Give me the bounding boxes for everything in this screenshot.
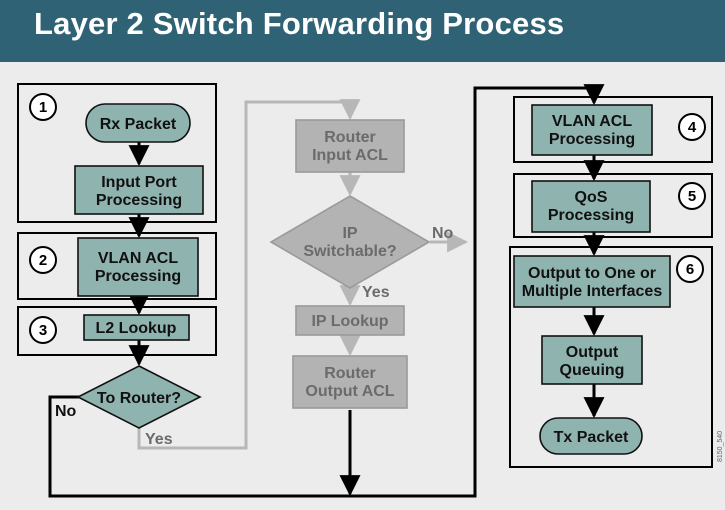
input-port-label-2: Processing xyxy=(96,192,182,209)
router-input-acl-label-2: Input ACL xyxy=(312,147,388,164)
ip-lookup-node xyxy=(295,305,405,336)
vlan-acl-out-label-2: Processing xyxy=(549,131,635,148)
ip-lookup-label: IP Lookup xyxy=(311,313,388,330)
step-2-number: 2 xyxy=(39,252,47,269)
vlan-acl-out-node xyxy=(531,104,653,156)
l2-lookup-node xyxy=(83,314,190,341)
to-router-yes-label: Yes xyxy=(145,431,173,448)
step-2-frame xyxy=(17,232,217,300)
step-1-frame xyxy=(17,83,217,223)
yes-path-to-router-input xyxy=(137,99,361,450)
router-output-acl-node xyxy=(292,355,408,409)
step-2-badge xyxy=(29,246,57,274)
output-interfaces-label-2: Multiple Interfaces xyxy=(522,283,663,300)
output-queuing-label-1: Output xyxy=(566,344,619,361)
router-output-acl-label-2: Output ACL xyxy=(305,383,394,400)
step-1-badge xyxy=(29,93,57,121)
step-4-badge xyxy=(678,113,706,141)
title-bar: Layer 2 Switch Forwarding Process xyxy=(0,0,725,62)
ip-switchable-label-2: Switchable? xyxy=(303,243,396,260)
qos-node xyxy=(531,180,651,233)
ip-switchable-label-1: IP xyxy=(342,225,357,242)
vlan-acl-in-label-2: Processing xyxy=(95,268,181,285)
step-5-number: 5 xyxy=(688,188,696,205)
vlan-acl-in-node xyxy=(77,237,199,297)
l2-lookup-label: L2 Lookup xyxy=(96,320,177,337)
vlan-acl-out-label-1: VLAN ACL xyxy=(552,113,633,130)
rx-packet-label: Rx Packet xyxy=(100,116,177,133)
qos-label-1: QoS xyxy=(575,189,608,206)
figure-code: 8150_540 xyxy=(717,431,724,462)
router-input-acl-node xyxy=(295,119,405,173)
step-6-badge xyxy=(676,255,704,283)
step-3-frame xyxy=(17,306,217,356)
ip-switchable-decision xyxy=(269,195,431,289)
to-router-no-label: No xyxy=(55,403,77,420)
step-5-badge xyxy=(678,182,706,210)
switchable-yes-label: Yes xyxy=(362,284,390,301)
output-interfaces-node xyxy=(513,255,671,308)
step-6-frame xyxy=(509,246,713,468)
to-router-decision xyxy=(76,365,202,429)
vlan-acl-in-label-1: VLAN ACL xyxy=(98,250,179,267)
step-4-number: 4 xyxy=(688,119,697,136)
step-1-number: 1 xyxy=(39,99,47,116)
to-router-label: To Router? xyxy=(97,390,181,407)
flowchart-diagram: Rx Packet Input Port Processing VLAN ACL… xyxy=(17,83,724,498)
no-path-to-vlan-out xyxy=(48,84,605,498)
step-5-frame xyxy=(513,173,713,238)
rx-packet-node xyxy=(85,103,191,143)
tx-packet-label: Tx Packet xyxy=(554,429,629,446)
qos-label-2: Processing xyxy=(548,207,634,224)
router-output-acl-label-1: Router xyxy=(324,365,376,382)
step-4-frame xyxy=(513,96,713,163)
page-title: Layer 2 Switch Forwarding Process xyxy=(34,6,565,41)
step-3-number: 3 xyxy=(39,322,47,339)
switchable-no-label: No xyxy=(432,225,454,242)
input-port-label-1: Input Port xyxy=(101,174,177,191)
input-port-node xyxy=(74,165,204,215)
step-3-badge xyxy=(29,316,57,344)
tx-packet-node xyxy=(539,417,643,455)
output-interfaces-label-1: Output to One or xyxy=(528,265,656,282)
step-6-number: 6 xyxy=(686,261,694,278)
output-queuing-label-2: Queuing xyxy=(560,362,625,379)
output-queuing-node xyxy=(541,335,643,385)
router-input-acl-label-1: Router xyxy=(324,129,376,146)
